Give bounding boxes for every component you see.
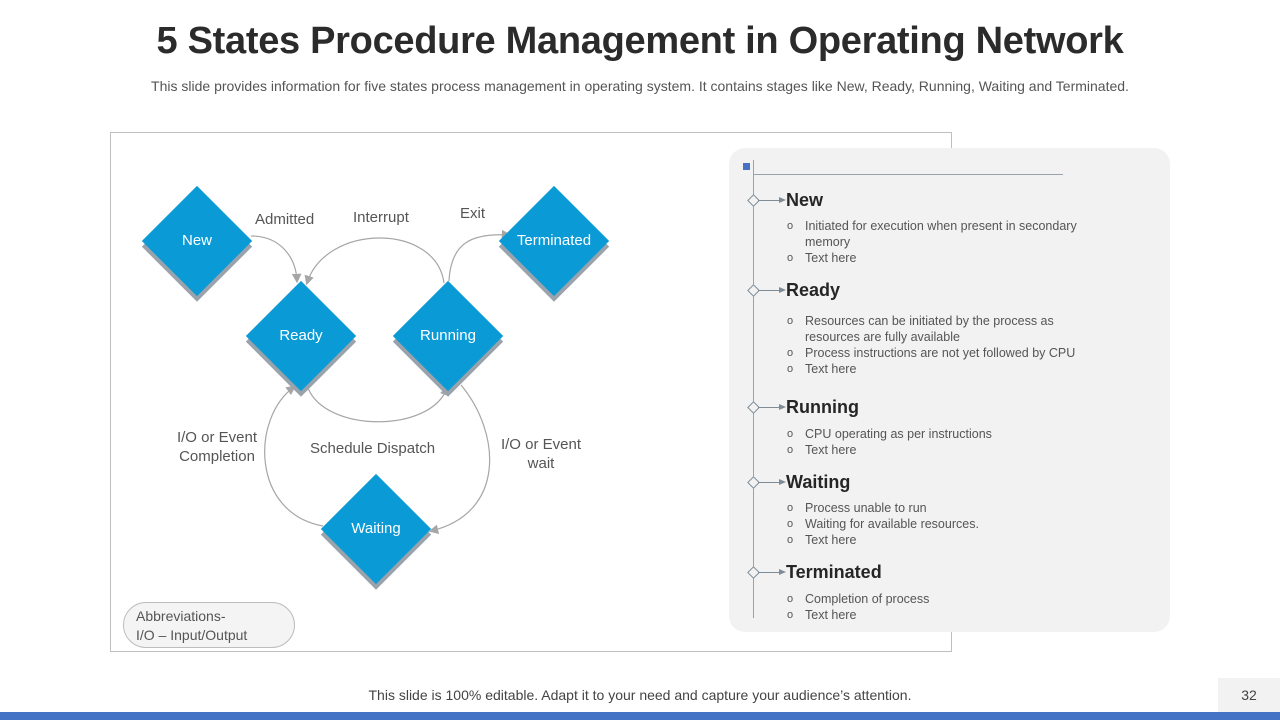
state-ready-label: Ready	[279, 327, 323, 344]
section-heading-waiting: Waiting	[786, 472, 851, 492]
bullet-item: Resources can be initiated by the proces…	[787, 313, 1107, 345]
abbreviations-note: Abbreviations- I/O – Input/Output	[123, 602, 295, 648]
page-title: 5 States Procedure Management in Operati…	[156, 20, 1124, 62]
bullet-item: Text here	[787, 532, 1107, 548]
bullet-item: Completion of process	[787, 591, 1107, 607]
page-subtitle: This slide provides information for five…	[151, 78, 1129, 94]
abbreviations-line1: Abbreviations-	[136, 608, 226, 624]
section-heading-terminated: Terminated	[786, 562, 882, 582]
edge-exit	[448, 229, 512, 282]
state-running-label: Running	[420, 327, 476, 344]
timeline-arrow-icon	[758, 479, 786, 485]
timeline-arrow-icon	[758, 569, 786, 575]
edge-label-io-completion-line2: Completion	[179, 448, 255, 465]
states-description-panel: New Initiated for execution when present…	[729, 148, 1170, 632]
section-bullets-waiting: Process unable to run Waiting for availa…	[787, 500, 1107, 548]
edge-label-io-wait: I/O or Event wait	[485, 435, 597, 473]
state-waiting-label: Waiting	[351, 520, 401, 537]
section-bullets-new: Initiated for execution when present in …	[787, 218, 1107, 266]
section-bullets-running: CPU operating as per instructions Text h…	[787, 426, 1107, 458]
timeline-top-rule	[753, 174, 1063, 175]
edge-io-wait	[428, 384, 491, 534]
footer-note: This slide is 100% editable. Adapt it to…	[368, 687, 912, 703]
section-heading-new: New	[786, 190, 824, 210]
timeline-arrow-icon	[758, 287, 786, 293]
bullet-item: CPU operating as per instructions	[787, 426, 1107, 442]
bullet-item: Waiting for available resources.	[787, 516, 1107, 532]
edge-label-io-wait-line1: I/O or Event	[500, 436, 582, 453]
section-heading-running: Running	[786, 397, 859, 417]
edge-label-exit: Exit	[460, 205, 486, 222]
bullet-item: Text here	[787, 250, 1107, 266]
timeline-vertical-line	[753, 160, 754, 618]
bullet-item: Text here	[787, 607, 1107, 623]
edge-io-completion	[264, 385, 324, 527]
edge-label-schedule-dispatch: Schedule Dispatch	[310, 440, 436, 457]
edge-interrupt	[304, 237, 445, 286]
timeline-arrow-icon	[758, 404, 786, 410]
page-number: 32	[1218, 678, 1280, 712]
edge-label-io-completion: I/O or Event Completion	[161, 428, 273, 466]
bullet-item: Initiated for execution when present in …	[787, 218, 1107, 250]
edge-label-interrupt: Interrupt	[353, 209, 409, 226]
timeline-arrow-icon	[758, 197, 786, 203]
state-new-label: New	[181, 232, 212, 249]
section-bullets-terminated: Completion of process Text here	[787, 591, 1107, 623]
edge-label-admitted: Admitted	[255, 211, 315, 228]
edge-label-io-wait-line2: wait	[527, 455, 555, 472]
section-heading-ready: Ready	[786, 280, 841, 300]
bullet-item: Process instructions are not yet followe…	[787, 345, 1107, 361]
timeline-start-square-icon	[743, 163, 750, 170]
section-bullets-ready: Resources can be initiated by the proces…	[787, 313, 1107, 377]
diagram-connectors	[250, 229, 512, 534]
edge-label-io-completion-line1: I/O or Event	[176, 429, 258, 446]
bullet-item: Text here	[787, 442, 1107, 458]
abbreviations-line2: I/O – Input/Output	[136, 627, 248, 643]
bottom-accent-bar	[0, 712, 1280, 720]
bullet-item: Text here	[787, 361, 1107, 377]
edge-admitted	[250, 235, 302, 284]
bullet-item: Process unable to run	[787, 500, 1107, 516]
state-terminated-label: Terminated	[516, 232, 592, 249]
edge-schedule-dispatch	[307, 385, 450, 423]
